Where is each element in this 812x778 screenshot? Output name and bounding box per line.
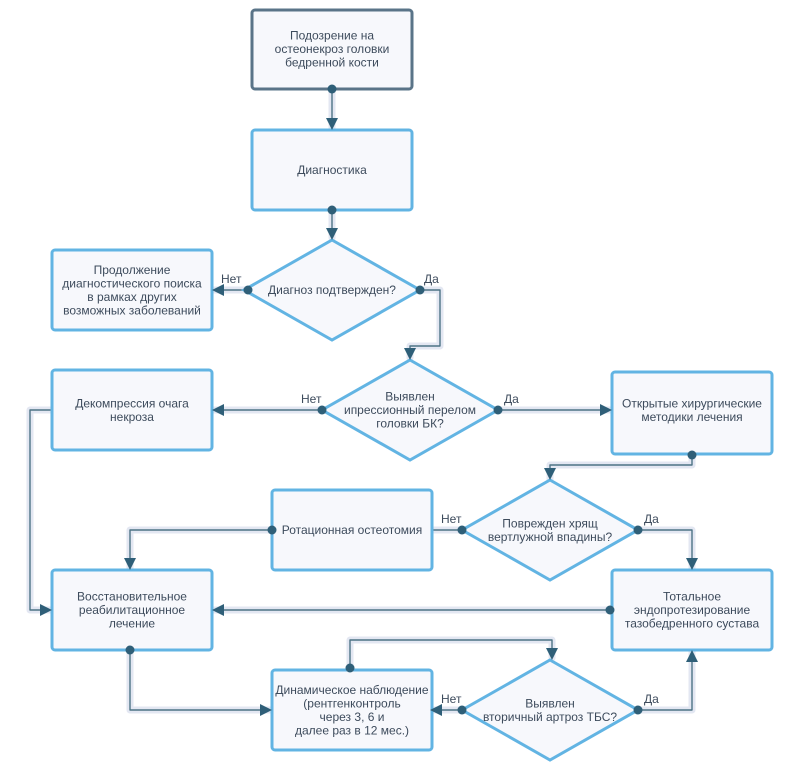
port-dot bbox=[687, 450, 697, 460]
edge-label-yes: Да bbox=[424, 272, 439, 286]
connection-dots bbox=[125, 84, 697, 715]
port-dot bbox=[317, 405, 327, 415]
arrow-left bbox=[212, 604, 224, 616]
arrow-down bbox=[404, 348, 416, 360]
edge-label-no: Нет bbox=[221, 272, 242, 286]
node-diag-confirmed-text: Диагноз подтвержден? bbox=[268, 283, 396, 297]
edge-label-no: Нет bbox=[441, 692, 462, 706]
edge-label-no: Нет bbox=[301, 392, 322, 406]
node-diagnostics: Диагностика bbox=[250, 128, 414, 212]
port-dot bbox=[457, 705, 467, 715]
arrow-down bbox=[686, 558, 698, 570]
edge-labels: Нет Да Нет Да Нет Да Нет Да bbox=[221, 272, 659, 706]
port-dot bbox=[633, 705, 643, 715]
arrow-down bbox=[326, 118, 338, 130]
node-rotational-osteotomy: Ротационная остеотомия bbox=[270, 488, 434, 572]
port-dot bbox=[493, 405, 503, 415]
node-diagnostics-text: Диагностика bbox=[297, 163, 367, 177]
port-dot bbox=[633, 525, 643, 535]
node-diag-confirmed: Диагноз подтвержден? bbox=[240, 238, 424, 342]
arrow-left bbox=[430, 704, 442, 716]
edge-label-yes: Да bbox=[504, 392, 519, 406]
port-dot bbox=[457, 525, 467, 535]
arrow-down bbox=[326, 228, 338, 240]
port-dot bbox=[605, 605, 615, 615]
arrow-right bbox=[600, 404, 612, 416]
arrow-down bbox=[544, 468, 556, 480]
arrow-down bbox=[546, 648, 558, 660]
node-rotational-osteotomy-text: Ротационная остеотомия bbox=[282, 523, 423, 537]
edge-label-yes: Да bbox=[644, 512, 659, 526]
edge-label-no: Нет bbox=[441, 512, 462, 526]
port-dot bbox=[415, 285, 425, 295]
arrowheads bbox=[40, 118, 698, 716]
port-dot bbox=[327, 84, 337, 94]
port-dot bbox=[267, 525, 277, 535]
port-dot bbox=[243, 285, 253, 295]
arrow-right bbox=[40, 604, 52, 616]
port-dot bbox=[125, 645, 135, 655]
arrow-left bbox=[212, 284, 224, 296]
port-dot bbox=[345, 663, 355, 673]
arrow-right bbox=[260, 704, 272, 716]
edge-label-yes: Да bbox=[644, 692, 659, 706]
arrow-down bbox=[124, 558, 136, 570]
port-dot bbox=[327, 205, 337, 215]
arrow-up bbox=[686, 650, 698, 662]
arrow-left bbox=[212, 404, 224, 416]
